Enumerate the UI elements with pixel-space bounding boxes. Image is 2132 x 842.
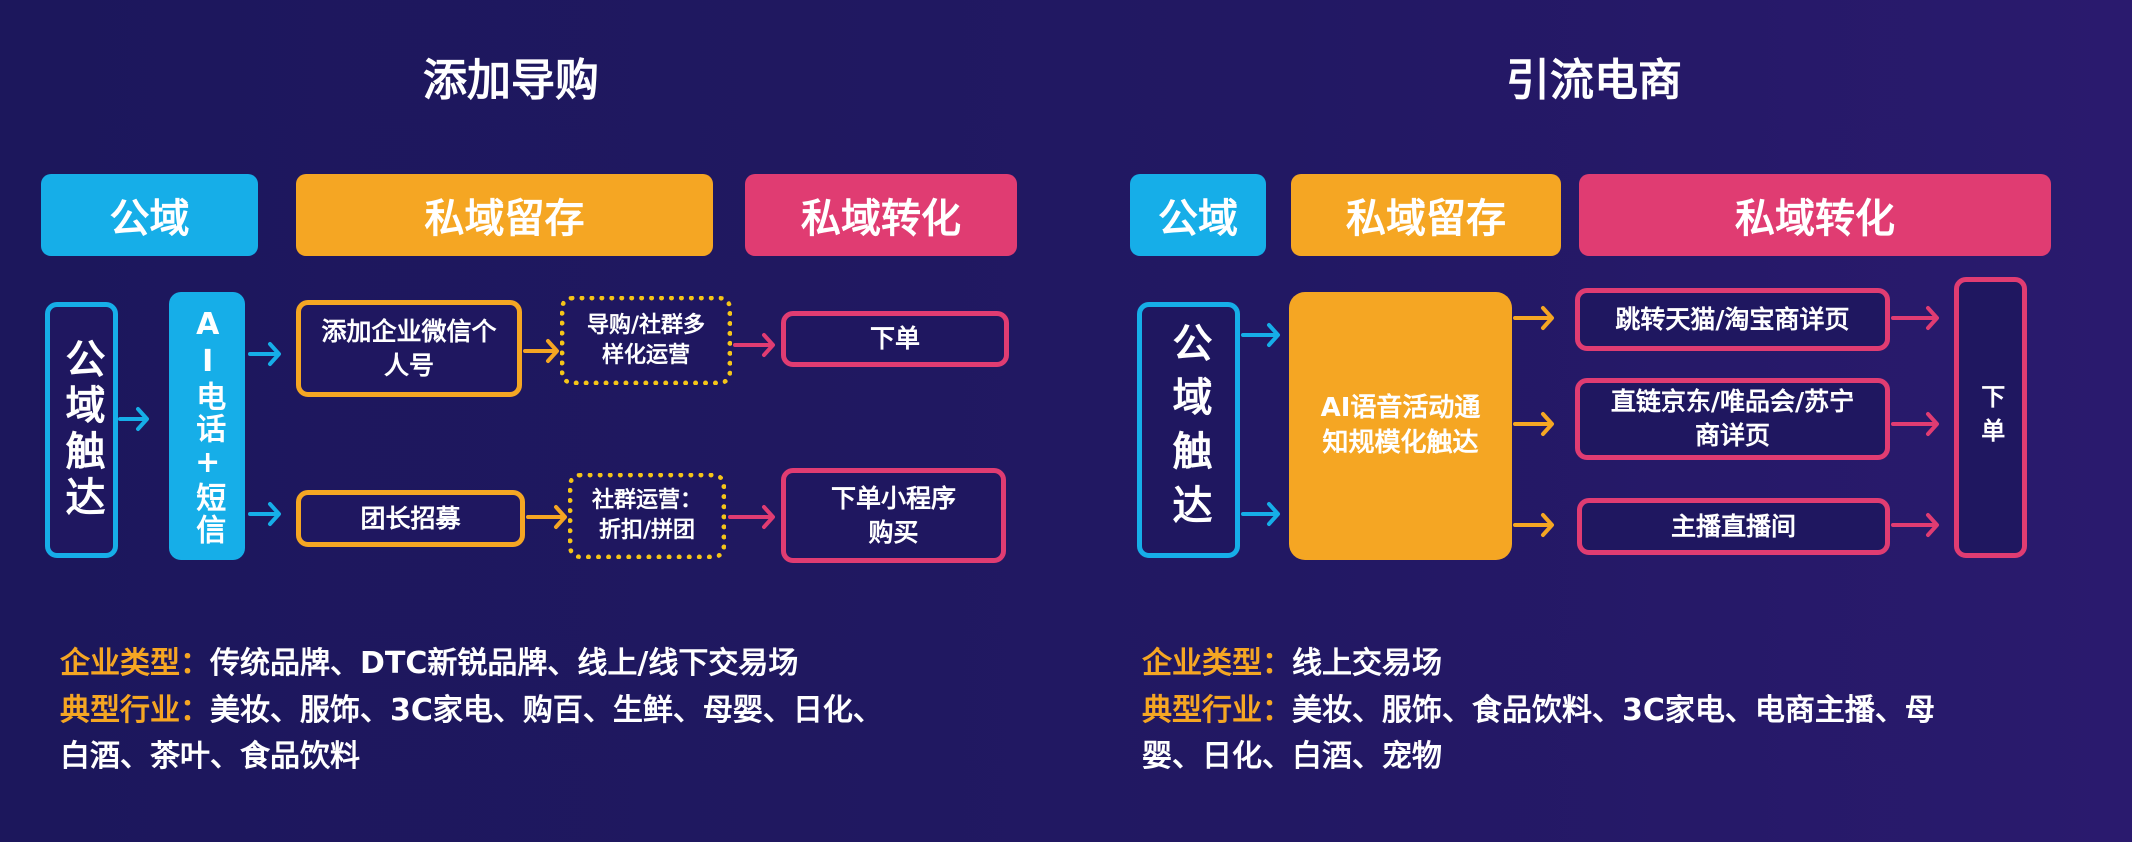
ai-voice-notify-box: AI语音活动通知规模化触达 <box>1289 292 1512 560</box>
right-industry-value: 美妆、服饰、食品饮料、3C家电、电商主播、母 <box>1292 692 1935 728</box>
right-title: 引流电商 <box>1506 55 1682 106</box>
right-industry-label: 典型行业： <box>1142 692 1292 728</box>
live-room-box: 主播直播间 <box>1577 498 1890 555</box>
right-header-public: 公域 <box>1130 174 1266 256</box>
arrow-icon <box>523 339 559 363</box>
left-title: 添加导购 <box>423 55 599 106</box>
right-type-value: 线上交易场 <box>1292 646 1442 681</box>
arrow-icon <box>1891 306 1939 330</box>
arrow-icon <box>1513 513 1554 537</box>
left-header-private-convert: 私域转化 <box>745 174 1017 256</box>
left-industry-label: 典型行业： <box>60 692 210 728</box>
leader-recruit-box: 团长招募 <box>296 490 525 547</box>
arrow-icon <box>728 505 775 529</box>
ai-call-sms-box: AI电话+短信 <box>169 292 245 560</box>
right-header-private-convert: 私域转化 <box>1579 174 2051 256</box>
guide-ops-box: 导购/社群多样化运营 <box>560 296 732 385</box>
arrow-icon <box>248 502 281 526</box>
left-info: 企业类型：传统品牌、DTC新锐品牌、线上/线下交易场 典型行业：美妆、服饰、3C… <box>60 641 1060 781</box>
arrow-icon <box>248 342 281 366</box>
arrow-icon <box>1513 306 1554 330</box>
right-type-label: 企业类型： <box>1142 646 1292 681</box>
left-industry-value: 美妆、服饰、3C家电、购百、生鲜、母婴、日化、 <box>210 692 883 728</box>
right-industry-value-2: 婴、日化、白酒、宠物 <box>1142 739 1442 774</box>
arrow-icon <box>1891 513 1939 537</box>
jd-vip-suning-box: 直链京东/唯品会/苏宁商详页 <box>1575 378 1890 460</box>
order-miniprogram-box: 下单小程序购买 <box>781 468 1006 563</box>
right-info: 企业类型：线上交易场 典型行业：美妆、服饰、食品饮料、3C家电、电商主播、母 婴… <box>1142 641 2042 781</box>
group-ops-box: 社群运营：折扣/拼团 <box>568 473 726 559</box>
left-header-private-retain: 私域留存 <box>296 174 713 256</box>
arrow-icon <box>118 407 149 431</box>
order-box-1: 下单 <box>781 311 1009 367</box>
left-header-public: 公域 <box>41 174 258 256</box>
arrow-icon <box>1241 502 1280 526</box>
left-type-value: 传统品牌、DTC新锐品牌、线上/线下交易场 <box>210 646 799 681</box>
left-type-label: 企业类型： <box>60 646 210 681</box>
arrow-icon <box>1513 412 1554 436</box>
right-public-reach-box: 公域触达 <box>1137 302 1240 558</box>
arrow-icon <box>526 505 567 529</box>
left-industry-value-2: 白酒、茶叶、食品饮料 <box>60 739 360 774</box>
arrow-icon <box>1891 412 1939 436</box>
right-header-private-retain: 私域留存 <box>1291 174 1561 256</box>
right-order-box: 下单 <box>1954 277 2027 558</box>
arrow-icon <box>733 333 775 357</box>
tmall-taobao-box: 跳转天猫/淘宝商详页 <box>1575 288 1890 351</box>
arrow-icon <box>1241 323 1280 347</box>
left-public-reach-box: 公域触达 <box>45 302 118 558</box>
add-wechat-box: 添加企业微信个人号 <box>296 300 522 397</box>
